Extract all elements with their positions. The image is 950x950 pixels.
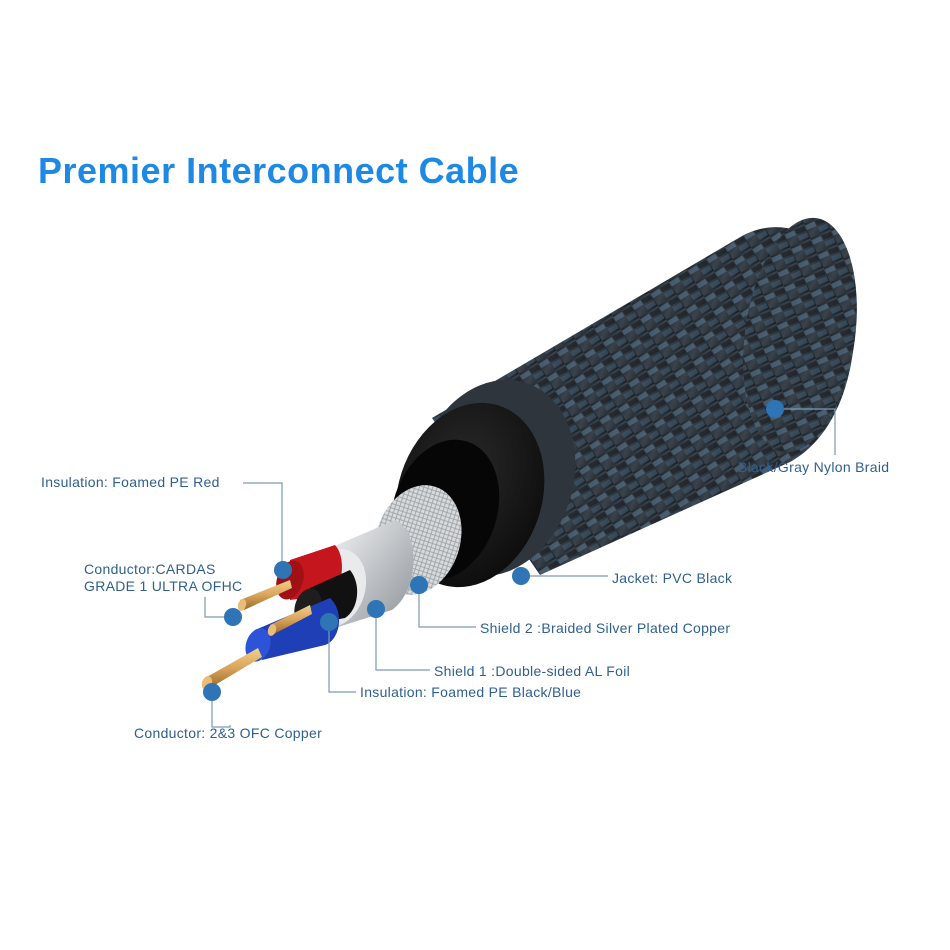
label-conductor-ofc: Conductor: 2&3 OFC Copper	[134, 725, 323, 741]
leader-insulation-black-blue	[328, 622, 356, 693]
label-conductor-cardas: Conductor:CARDAS GRADE 1 ULTRA OFHC	[84, 561, 242, 595]
insulated-conductors	[245, 545, 358, 662]
label-insulation-red: Insulation: Foamed PE Red	[41, 474, 220, 490]
leader-conductor-cardas	[204, 597, 233, 618]
leader-insulation-red	[243, 482, 283, 568]
leader-shield1	[375, 609, 430, 671]
label-shield2: Shield 2 :Braided Silver Plated Copper	[480, 620, 731, 636]
leader-braid	[775, 408, 836, 455]
label-braid: Black/Gray Nylon Braid	[738, 459, 890, 475]
marker-shield2	[410, 576, 428, 594]
marker-shield1	[367, 600, 385, 618]
label-insulation-black-blue: Insulation: Foamed PE Black/Blue	[360, 684, 582, 700]
marker-conductor-cardas	[224, 608, 242, 626]
label-conductor-cardas-line2: GRADE 1 ULTRA OFHC	[84, 578, 243, 594]
leader-conductor-ofc	[211, 690, 231, 728]
label-shield1: Shield 1 :Double-sided AL Foil	[434, 663, 631, 679]
leader-shield2	[418, 585, 476, 628]
callout-markers	[203, 400, 784, 701]
marker-braid	[766, 400, 784, 418]
leader-lines	[204, 408, 836, 728]
marker-jacket	[512, 567, 530, 585]
marker-insulation-red	[274, 561, 292, 579]
label-conductor-cardas-line1: Conductor:CARDAS	[84, 561, 216, 577]
marker-conductor-ofc	[203, 683, 221, 701]
label-jacket: Jacket: PVC Black	[612, 570, 733, 586]
page-title: Premier Interconnect Cable	[38, 150, 520, 191]
marker-insulation-black-blue	[320, 613, 338, 631]
